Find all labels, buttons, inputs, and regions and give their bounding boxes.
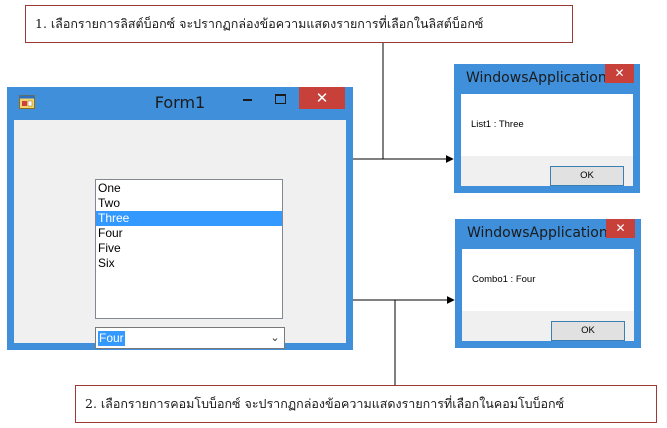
message-text: List1 : Three	[471, 119, 524, 130]
listbox-instruction-callout: 1. เลือกรายการลิสต์บ็อกซ์ จะปรากฏกล่องข้…	[25, 5, 573, 43]
form1-title: Form1	[154, 93, 206, 112]
combo1-combobox[interactable]: Four ⌄	[95, 327, 285, 349]
message-area: List1 : Three	[461, 94, 633, 156]
listbox-item[interactable]: Three	[96, 211, 282, 226]
listbox-item[interactable]: Four	[98, 226, 123, 240]
message-text: Combo1 : Four	[472, 274, 536, 285]
listbox-message-box: WindowsApplication1 ✕ List1 : Three OK	[454, 64, 640, 193]
maximize-button[interactable]	[265, 89, 295, 109]
message-box-body: Combo1 : Four OK	[462, 249, 634, 341]
chevron-down-icon[interactable]: ⌄	[270, 331, 280, 344]
combobox-message-box: WindowsApplication1 ✕ Combo1 : Four OK	[455, 219, 641, 348]
ok-button[interactable]: OK	[551, 321, 625, 341]
close-icon: ✕	[614, 66, 625, 80]
listbox-item[interactable]: One	[98, 181, 121, 195]
listbox-instruction-text: 1. เลือกรายการลิสต์บ็อกซ์ จะปรากฏกล่องข้…	[35, 16, 484, 31]
listbox-item[interactable]: Five	[98, 241, 121, 255]
message-box-title-bar[interactable]: WindowsApplication1 ✕	[454, 64, 640, 94]
message-box-title-bar[interactable]: WindowsApplication1 ✕	[455, 219, 641, 249]
close-button[interactable]: ✕	[299, 87, 345, 109]
message-area: Combo1 : Four	[462, 249, 634, 311]
message-box-title: WindowsApplication1	[467, 225, 617, 241]
minimize-button[interactable]	[232, 89, 262, 109]
windows-form-icon	[19, 95, 35, 109]
close-icon: ✕	[315, 89, 329, 107]
close-icon: ✕	[615, 221, 626, 235]
listbox-item[interactable]: Six	[98, 256, 115, 270]
ok-button[interactable]: OK	[550, 166, 624, 186]
message-box-title: WindowsApplication1	[466, 70, 616, 86]
message-box-body: List1 : Three OK	[461, 94, 633, 186]
listbox-item[interactable]: Two	[98, 196, 121, 210]
message-box-close-button[interactable]: ✕	[605, 64, 634, 83]
combobox-instruction-text: 2. เลือกรายการคอมโบบ็อกซ์ จะปรากฏกล่องข้…	[85, 396, 565, 411]
combobox-selected-value: Four	[98, 331, 125, 346]
combobox-instruction-callout: 2. เลือกรายการคอมโบบ็อกซ์ จะปรากฏกล่องข้…	[75, 385, 657, 423]
maximize-icon	[274, 93, 286, 104]
minimize-icon	[242, 98, 252, 101]
message-box-close-button[interactable]: ✕	[606, 219, 635, 238]
form1-title-bar[interactable]: Form1 ✕	[7, 87, 353, 120]
